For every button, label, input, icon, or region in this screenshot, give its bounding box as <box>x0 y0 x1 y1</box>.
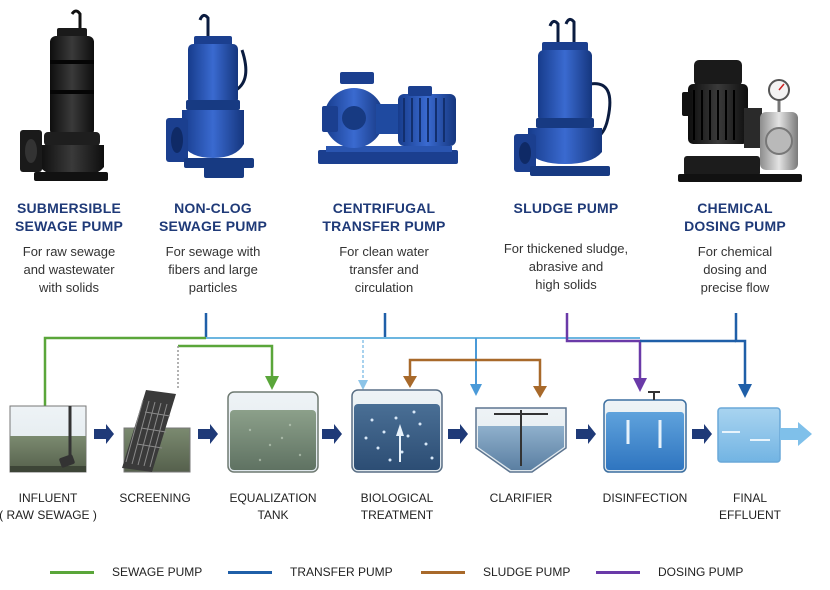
sludge-pump-icon <box>514 17 612 176</box>
legend-item-transfer: TRANSFER PUMP <box>228 563 393 581</box>
pump-title-line: SLUDGE PUMP <box>513 200 619 216</box>
stage-label-line: BIOLOGICAL <box>360 491 434 505</box>
legend-swatch-transfer <box>228 570 272 574</box>
flow-arrow-4 <box>448 424 468 444</box>
pump-desc-line: For thickened sludge, <box>503 241 629 256</box>
pump-desc-line: particles <box>188 280 238 295</box>
screening-unit-icon <box>122 390 191 473</box>
pump-desc-sludge: For thickened sludge, abrasive and high … <box>481 240 651 294</box>
pump-desc-line: and wastewater <box>23 262 115 277</box>
legend-label: DOSING PUMP <box>658 565 744 579</box>
pump-title-line: CHEMICAL <box>697 200 773 216</box>
pump-desc-line: fibers and large <box>168 262 258 277</box>
pump-desc-line: transfer and <box>349 262 419 277</box>
pump-title-chemical: CHEMICAL DOSING PUMP <box>660 199 810 235</box>
transfer-to-effluent-line <box>640 313 752 398</box>
pump-title-line: SEWAGE PUMP <box>15 218 123 234</box>
flow-arrow-1 <box>94 424 114 444</box>
legend-item-sewage: SEWAGE PUMP <box>50 563 202 581</box>
submersible-sewage-pump-icon <box>20 9 108 181</box>
pump-desc-line: For clean water <box>339 244 429 259</box>
pump-title-line: TRANSFER PUMP <box>322 218 446 234</box>
flow-arrow-3 <box>322 424 342 444</box>
pump-title-line: SEWAGE PUMP <box>159 218 267 234</box>
pump-desc-submersible: For raw sewage and wastewater with solid… <box>0 243 144 297</box>
final-effluent-tank-icon <box>717 407 812 463</box>
legend-item-dosing: DOSING PUMP <box>596 563 743 581</box>
pump-desc-centrifugal: For clean water transfer and circulation <box>309 243 459 297</box>
equalization-tank-icon <box>227 391 319 473</box>
pump-desc-line: For chemical <box>697 244 773 259</box>
pump-title-submersible: SUBMERSIBLE SEWAGE PUMP <box>0 199 144 235</box>
pump-title-centrifugal: CENTRIFUGAL TRANSFER PUMP <box>309 199 459 235</box>
pump-title-line: NON-CLOG <box>174 200 252 216</box>
legend-swatch-dosing <box>596 570 640 574</box>
stage-label-line: EFFLUENT <box>718 508 781 522</box>
pump-desc-line: circulation <box>354 280 414 295</box>
non-clog-sewage-pump-icon <box>166 13 254 178</box>
legend-swatch-sludge <box>421 570 465 574</box>
legend-item-sludge: SLUDGE PUMP <box>421 563 570 581</box>
stage-label-line: TANK <box>257 508 289 522</box>
stage-label-line: INFLUENT <box>18 491 78 505</box>
pump-desc-line: dosing and <box>703 262 767 277</box>
stage-label-line: CLARIFIER <box>489 491 553 505</box>
disinfection-tank-icon <box>603 391 687 473</box>
stage-label-influent: INFLUENT ( RAW SEWAGE ) <box>0 490 108 524</box>
pump-title-line: SUBMERSIBLE <box>16 200 122 216</box>
flow-arrow-6 <box>692 424 712 444</box>
pump-desc-line: For raw sewage <box>22 244 116 259</box>
pump-desc-line: high solids <box>535 277 597 292</box>
pump-desc-line: with solids <box>39 280 99 295</box>
flow-arrow-5 <box>576 424 596 444</box>
pump-desc-line: For sewage with <box>165 244 261 259</box>
flow-arrows <box>94 424 712 444</box>
pump-desc-line: abrasive and <box>528 259 604 274</box>
legend-label: TRANSFER PUMP <box>290 565 393 579</box>
biological-treatment-tank-icon <box>351 389 443 473</box>
legend-swatch-sewage <box>50 570 94 574</box>
stage-label-screening: SCREENING <box>95 490 215 507</box>
stage-label-equalization: EQUALIZATION TANK <box>213 490 333 524</box>
pump-desc-line: precise flow <box>700 280 770 295</box>
stage-label-line: ( RAW SEWAGE ) <box>0 508 97 522</box>
sludge-pump-lines <box>403 358 547 398</box>
pump-title-non-clog: NON-CLOG SEWAGE PUMP <box>138 199 288 235</box>
pump-title-line: CENTRIFUGAL <box>332 200 436 216</box>
pump-title-line: DOSING PUMP <box>684 218 786 234</box>
pump-title-sludge: SLUDGE PUMP <box>491 199 641 217</box>
stage-label-line: DISINFECTION <box>602 491 688 505</box>
pump-desc-non-clog: For sewage with fibers and large particl… <box>138 243 288 297</box>
dosing-pump-lines <box>565 313 647 392</box>
stage-label-line: FINAL <box>732 491 767 505</box>
stage-label-biological: BIOLOGICAL TREATMENT <box>337 490 457 524</box>
stage-label-clarifier: CLARIFIER <box>461 490 581 507</box>
legend-label: SEWAGE PUMP <box>112 565 203 579</box>
stage-label-disinfection: DISINFECTION <box>585 490 705 507</box>
stage-label-line: SCREENING <box>119 491 191 505</box>
stage-label-line: TREATMENT <box>360 508 434 522</box>
pump-desc-chemical: For chemical dosing and precise flow <box>660 243 810 297</box>
centrifugal-transfer-pump-icon <box>318 72 458 164</box>
chemical-dosing-pump-icon <box>678 60 802 182</box>
stage-label-final-effluent: FINAL EFFLUENT <box>690 490 810 524</box>
flow-arrow-2 <box>198 424 218 444</box>
legend-label: SLUDGE PUMP <box>483 565 571 579</box>
influent-tank-icon <box>9 405 87 473</box>
clarifier-tank-icon <box>475 407 567 473</box>
stage-label-line: EQUALIZATION <box>229 491 317 505</box>
